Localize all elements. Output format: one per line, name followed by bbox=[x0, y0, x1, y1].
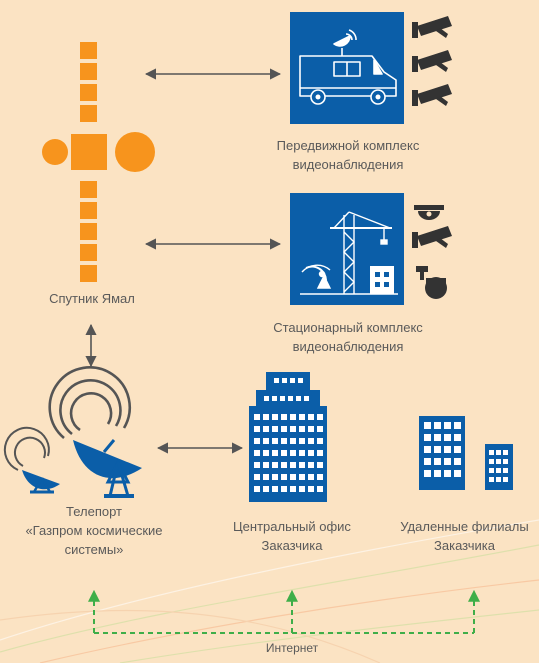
satellite-dish-icon bbox=[3, 366, 142, 498]
branch-buildings-icon bbox=[419, 416, 513, 490]
ptz-camera-icon bbox=[416, 266, 447, 299]
teleport-label: Телепорт «Газпром космические системы» bbox=[25, 504, 163, 557]
central-office-label: Центральный офис Заказчика bbox=[233, 519, 351, 553]
cctv-camera-icon bbox=[412, 50, 452, 72]
office-building-icon bbox=[249, 372, 327, 502]
mobile-complex-label: Передвижной комплекс видеонаблюдения bbox=[276, 138, 420, 172]
internet-label: Интернет bbox=[265, 641, 319, 655]
internet-links bbox=[88, 589, 480, 634]
cctv-camera-icon bbox=[412, 16, 452, 38]
cctv-camera-icon bbox=[412, 84, 452, 106]
background-curves bbox=[0, 519, 539, 663]
satellite-label: Спутник Ямал bbox=[49, 291, 135, 306]
construction-crane-icon bbox=[300, 211, 398, 295]
stationary-complex-label: Стационарный комплекс видеонаблюдения bbox=[273, 320, 423, 354]
van-icon bbox=[299, 29, 397, 105]
cctv-camera-icon bbox=[412, 226, 452, 248]
dome-camera-icon bbox=[414, 205, 444, 220]
satellite-icon bbox=[42, 42, 155, 282]
branches-label: Удаленные филиалы Заказчика bbox=[400, 519, 529, 553]
